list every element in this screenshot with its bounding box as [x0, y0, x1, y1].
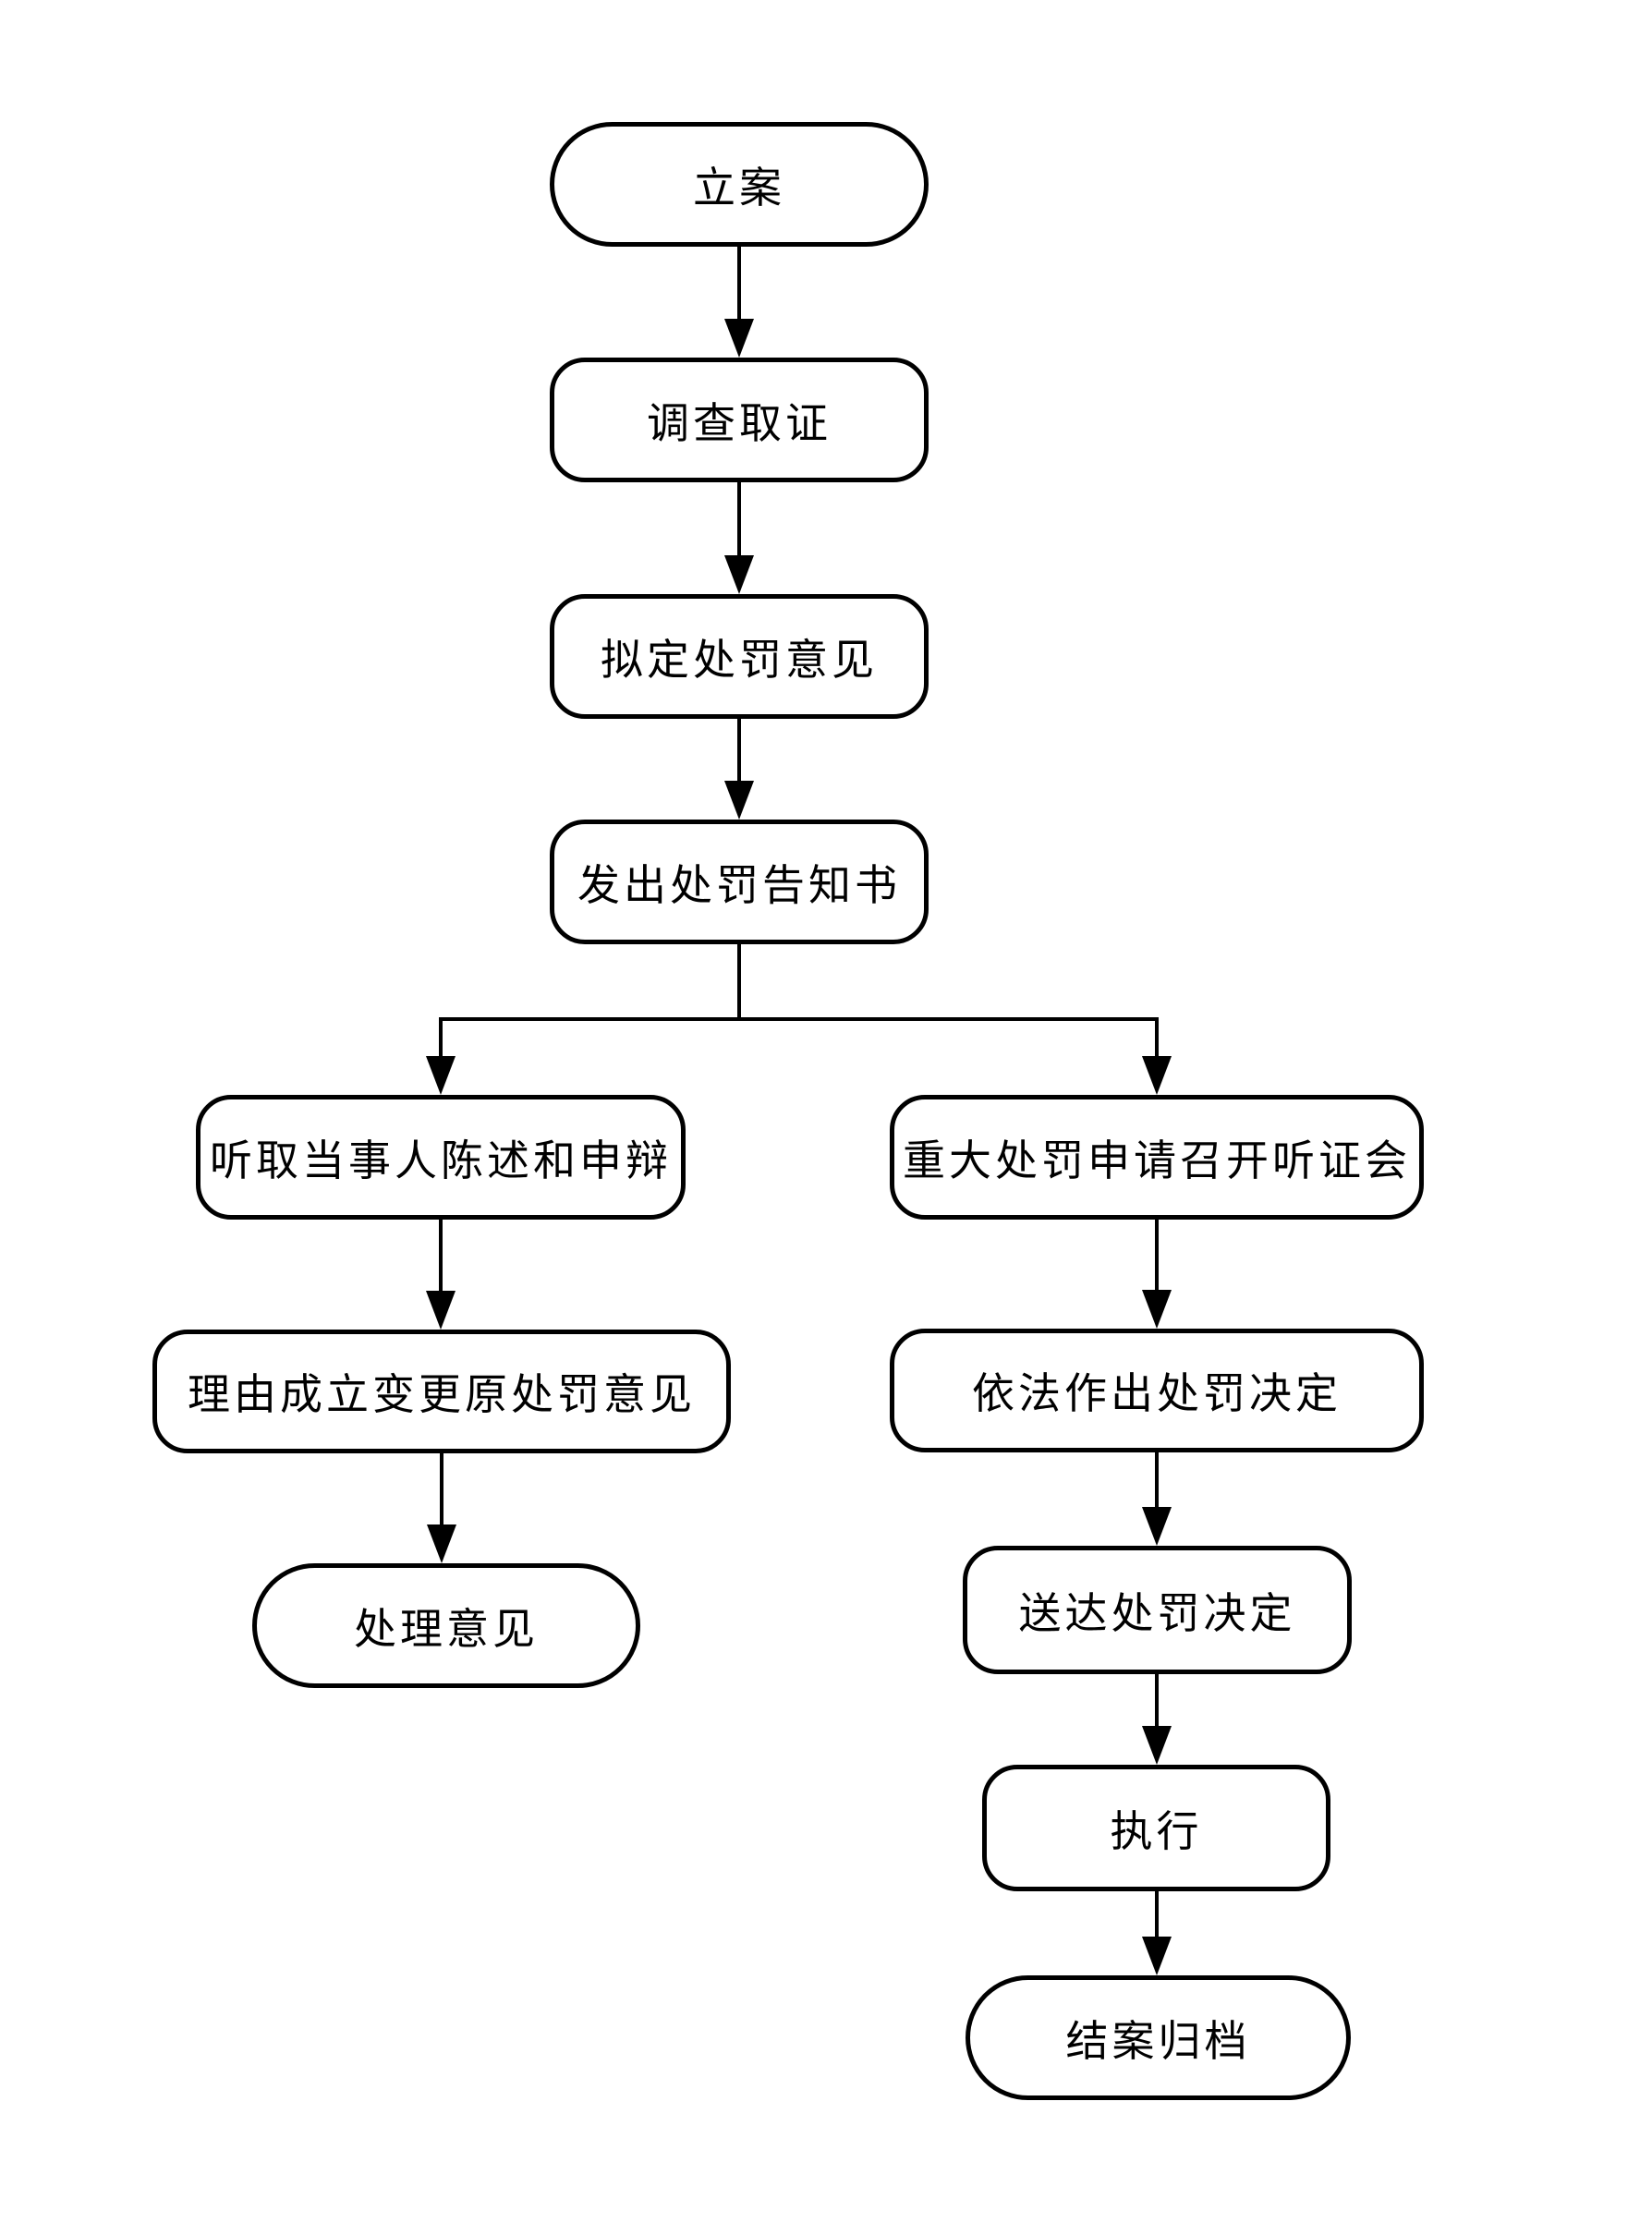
edge-draft-notice	[724, 719, 754, 820]
edge-hearing-decision	[1142, 1220, 1172, 1329]
node-make-decision: 依法作出处罚决定	[890, 1329, 1424, 1452]
edge-investigate-draft	[724, 482, 754, 594]
edge-branch-statement	[426, 1017, 456, 1095]
node-issue-notice: 发出处罚告知书	[550, 820, 929, 944]
node-start: 立案	[550, 122, 929, 247]
node-investigate: 调查取证	[550, 358, 929, 482]
edge-execute-archive	[1142, 1891, 1172, 1975]
edge-change-handling	[427, 1453, 456, 1563]
edge-decision-deliver	[1142, 1452, 1172, 1546]
node-deliver-decision: 送达处罚决定	[963, 1546, 1352, 1674]
node-hold-hearing: 重大处罚申请召开听证会	[890, 1095, 1424, 1220]
node-hear-statement: 听取当事人陈述和申辩	[196, 1095, 686, 1220]
node-change-opinion: 理由成立变更原处罚意见	[152, 1330, 731, 1453]
edge-notice-branch	[441, 944, 1157, 1021]
node-draft-opinion: 拟定处罚意见	[550, 594, 929, 719]
edge-deliver-execute	[1142, 1674, 1172, 1765]
edge-start-investigate	[724, 247, 754, 358]
node-execute: 执行	[982, 1765, 1330, 1891]
node-close-archive: 结案归档	[966, 1975, 1351, 2100]
edge-branch-hearing	[1142, 1017, 1172, 1095]
edge-statement-change	[426, 1220, 456, 1330]
node-handling-opinion: 处理意见	[252, 1563, 640, 1688]
